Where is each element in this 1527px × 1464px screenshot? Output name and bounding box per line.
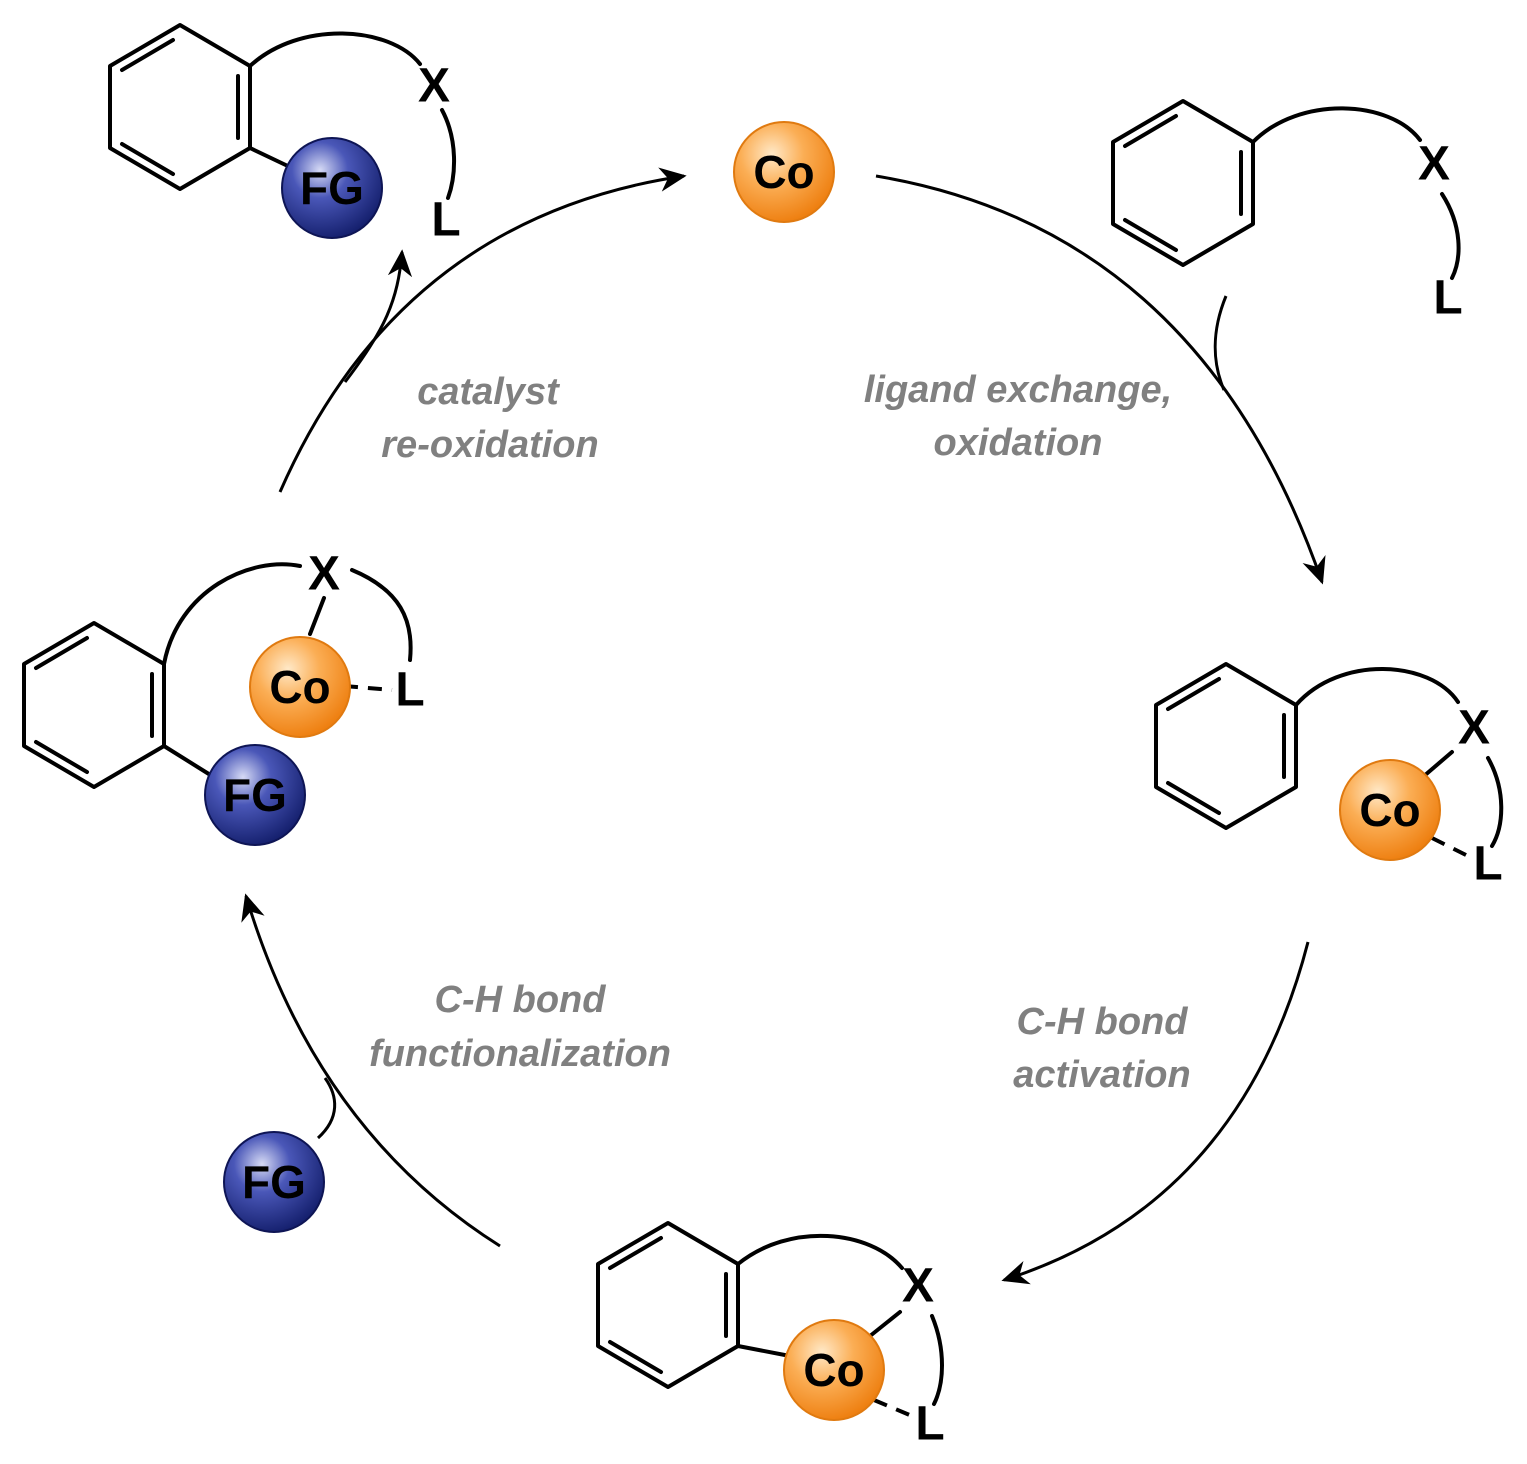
ligand-l: L: [915, 1398, 944, 1451]
tether-bond: [736, 1233, 904, 1270]
step-ch-activation-line2: activation: [1013, 1054, 1190, 1096]
substrate-cobalt-complex: Co X L: [1154, 662, 1504, 891]
heteroatom-x: X: [902, 1260, 934, 1313]
heteroatom-x: X: [308, 548, 340, 601]
heteroatom-x: X: [418, 60, 450, 113]
cobalt-ball: [733, 121, 835, 223]
x-co-bond: [868, 1310, 902, 1338]
co-l-dashed-bond: [1431, 836, 1469, 858]
x-l-link: [930, 1314, 944, 1406]
ligand-l: L: [1433, 272, 1462, 325]
benzene-ring: [22, 621, 166, 789]
x-l-link: [1440, 192, 1461, 280]
step-ch-activation: C-H bond activation: [1013, 1001, 1190, 1096]
step-ch-activation-line1: C-H bond: [1017, 1001, 1189, 1043]
benzene-double-bonds: [608, 1236, 728, 1374]
cobalt-label: Co: [753, 146, 814, 198]
step-ligand-exchange-line2: oxidation: [934, 422, 1103, 464]
step-ch-functionalization-line2: functionalization: [369, 1033, 671, 1075]
cobalt-label: Co: [1359, 784, 1420, 836]
benzene-ring: [1111, 99, 1255, 267]
x-l-link: [350, 568, 413, 662]
x-l-link: [1486, 756, 1504, 848]
c-fg-bond: [248, 146, 294, 170]
fg-ball: [223, 1131, 325, 1233]
heteroatom-x: X: [1458, 702, 1490, 755]
arrow-ch-activation: [1001, 941, 1310, 1285]
fg-ball: [204, 744, 306, 846]
x-co-bond: [308, 596, 326, 636]
substrate-molecule: X L: [1111, 99, 1463, 325]
heteroatom-x: X: [1418, 138, 1450, 191]
step-ligand-exchange: ligand exchange, oxidation: [864, 369, 1172, 464]
co-l-dashed-bond: [873, 1398, 913, 1418]
arrow-product-release: [343, 249, 413, 383]
benzene-double-bonds: [1123, 114, 1243, 252]
ligand-l: L: [431, 194, 460, 247]
tether-bond: [248, 31, 422, 68]
x-l-link: [440, 108, 456, 200]
ligand-l: L: [395, 664, 424, 717]
fg-ball: [281, 137, 383, 239]
step-catalyst-reoxidation-line2: re-oxidation: [381, 424, 598, 466]
tether-bond: [162, 562, 302, 666]
functional-group-reagent: FG: [223, 1131, 325, 1233]
functionalized-product: FG X L: [108, 23, 461, 247]
tether-bond: [1251, 106, 1422, 144]
functionalized-cobalt-complex: Co FG X L: [22, 548, 425, 846]
arrow-substrate-entry: [1213, 295, 1228, 391]
arrow-ch-functionalization: [241, 893, 501, 1248]
benzene-ring: [108, 23, 252, 191]
fg-label: FG: [242, 1156, 306, 1208]
cobalt-label: Co: [803, 1344, 864, 1396]
benzene-double-bonds: [34, 636, 154, 774]
arrow-ligand-exchange: [875, 174, 1326, 585]
cobalt-ball: [249, 636, 351, 738]
step-ch-functionalization-line1: C-H bond: [435, 979, 607, 1021]
cobalt-ball: [783, 1319, 885, 1421]
arrow-fg-entry: [316, 1077, 337, 1140]
cobalt-label: Co: [269, 661, 330, 713]
step-catalyst-reoxidation-line1: catalyst: [417, 371, 560, 413]
step-ch-functionalization: C-H bond functionalization: [369, 979, 671, 1075]
arrow-catalyst-reoxidation: [278, 167, 687, 493]
co-l-dashed-bond: [343, 684, 393, 692]
benzene-ring: [596, 1221, 740, 1389]
cobalt-ball: [1339, 759, 1441, 861]
step-ligand-exchange-line1: ligand exchange,: [864, 369, 1172, 411]
c-co-bond: [736, 1344, 792, 1358]
benzene-ring: [1154, 662, 1298, 830]
cobalt-catalyst: Co: [733, 121, 835, 223]
fg-label: FG: [223, 769, 287, 821]
benzene-double-bonds: [1166, 677, 1286, 815]
fg-label: FG: [300, 162, 364, 214]
step-catalyst-reoxidation: catalyst re-oxidation: [381, 371, 598, 466]
c-fg-bond: [162, 744, 214, 778]
cobaltacycle-intermediate: Co X L: [596, 1221, 945, 1451]
ligand-l: L: [1473, 838, 1502, 891]
tether-bond: [1294, 667, 1460, 707]
benzene-double-bonds: [120, 38, 240, 176]
x-co-bond: [1422, 750, 1454, 778]
